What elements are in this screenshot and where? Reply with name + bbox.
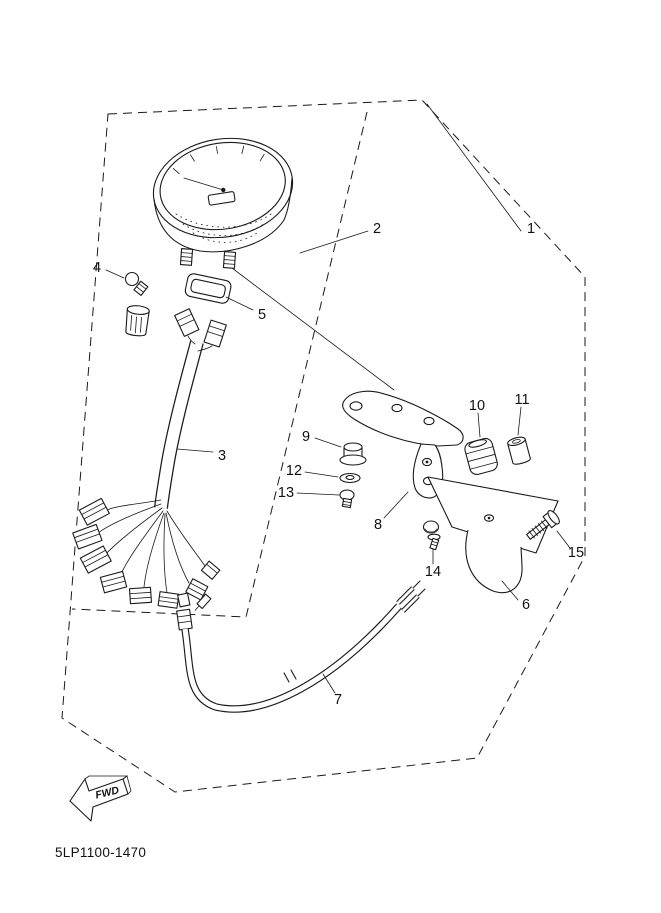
washer	[339, 472, 361, 484]
harness-connector	[128, 586, 153, 605]
callout-label: 13	[278, 485, 294, 501]
bulb-socket	[125, 305, 150, 337]
harness-connector	[99, 570, 128, 594]
callout-5: 5	[225, 296, 266, 323]
harness-terminal	[194, 593, 212, 611]
screw-small	[339, 489, 355, 509]
callout-10: 10	[469, 398, 485, 438]
callout-label: 3	[218, 448, 226, 464]
callout-4: 4	[93, 260, 125, 279]
meter-cover	[184, 273, 232, 304]
callout-3: 3	[176, 448, 226, 464]
fwd-arrow-icon: FWD	[69, 775, 132, 822]
callout-1: 1	[426, 103, 535, 237]
speedometer	[152, 137, 294, 269]
callout-label: 8	[374, 517, 382, 533]
outer-boundary	[61, 99, 586, 793]
meter-needle	[183, 177, 224, 191]
callout-label: 4	[93, 260, 101, 276]
bracket	[427, 476, 559, 594]
harness-connector	[157, 591, 180, 609]
harness-connector	[72, 523, 103, 550]
bulb	[124, 271, 149, 296]
callout-12: 12	[286, 463, 339, 479]
callout-8: 8	[374, 491, 409, 533]
meter-wire	[176, 580, 426, 713]
callout-6: 6	[501, 580, 530, 613]
drawing-number: 5LP1100-1470	[55, 845, 146, 860]
bolt	[422, 520, 441, 551]
callout-11: 11	[514, 392, 530, 436]
fwd-label: FWD	[94, 784, 120, 801]
harness-connector	[79, 545, 112, 574]
wire-harness	[72, 308, 227, 611]
callout-label: 9	[302, 429, 310, 445]
meter-face	[159, 141, 286, 231]
meter-stud-left	[179, 248, 194, 266]
meter-stud-right	[222, 251, 237, 269]
callout-label: 7	[334, 692, 342, 708]
damper	[464, 437, 498, 476]
screw	[526, 510, 560, 540]
callout-label: 6	[522, 597, 530, 613]
inner-boundary	[71, 111, 368, 618]
harness-connector	[185, 578, 209, 601]
grommet	[339, 442, 367, 466]
callout-2: 2	[299, 221, 381, 254]
callout-13: 13	[278, 485, 340, 501]
callout-14: 14	[425, 548, 441, 580]
callout-label: 15	[568, 545, 584, 561]
callout-label: 14	[425, 564, 441, 580]
callout-15: 15	[556, 530, 584, 561]
harness-terminal	[200, 560, 221, 580]
meter-body	[153, 177, 293, 253]
callout-label: 5	[258, 307, 266, 323]
assembly-line	[231, 267, 395, 391]
callout-7: 7	[322, 673, 342, 708]
callouts: 1 2 3 4 5 6 7 8	[93, 103, 584, 708]
callout-label: 2	[373, 221, 381, 237]
harness-connector-top-right	[203, 319, 227, 348]
callout-label: 1	[527, 221, 535, 237]
odometer-window	[207, 191, 236, 206]
callout-label: 11	[514, 392, 529, 408]
harness-connector	[78, 497, 110, 526]
callout-label: 12	[286, 463, 302, 479]
callout-label: 10	[469, 398, 485, 414]
harness-connector-top-left	[174, 308, 200, 337]
collar	[507, 436, 531, 465]
callout-9: 9	[302, 429, 342, 448]
